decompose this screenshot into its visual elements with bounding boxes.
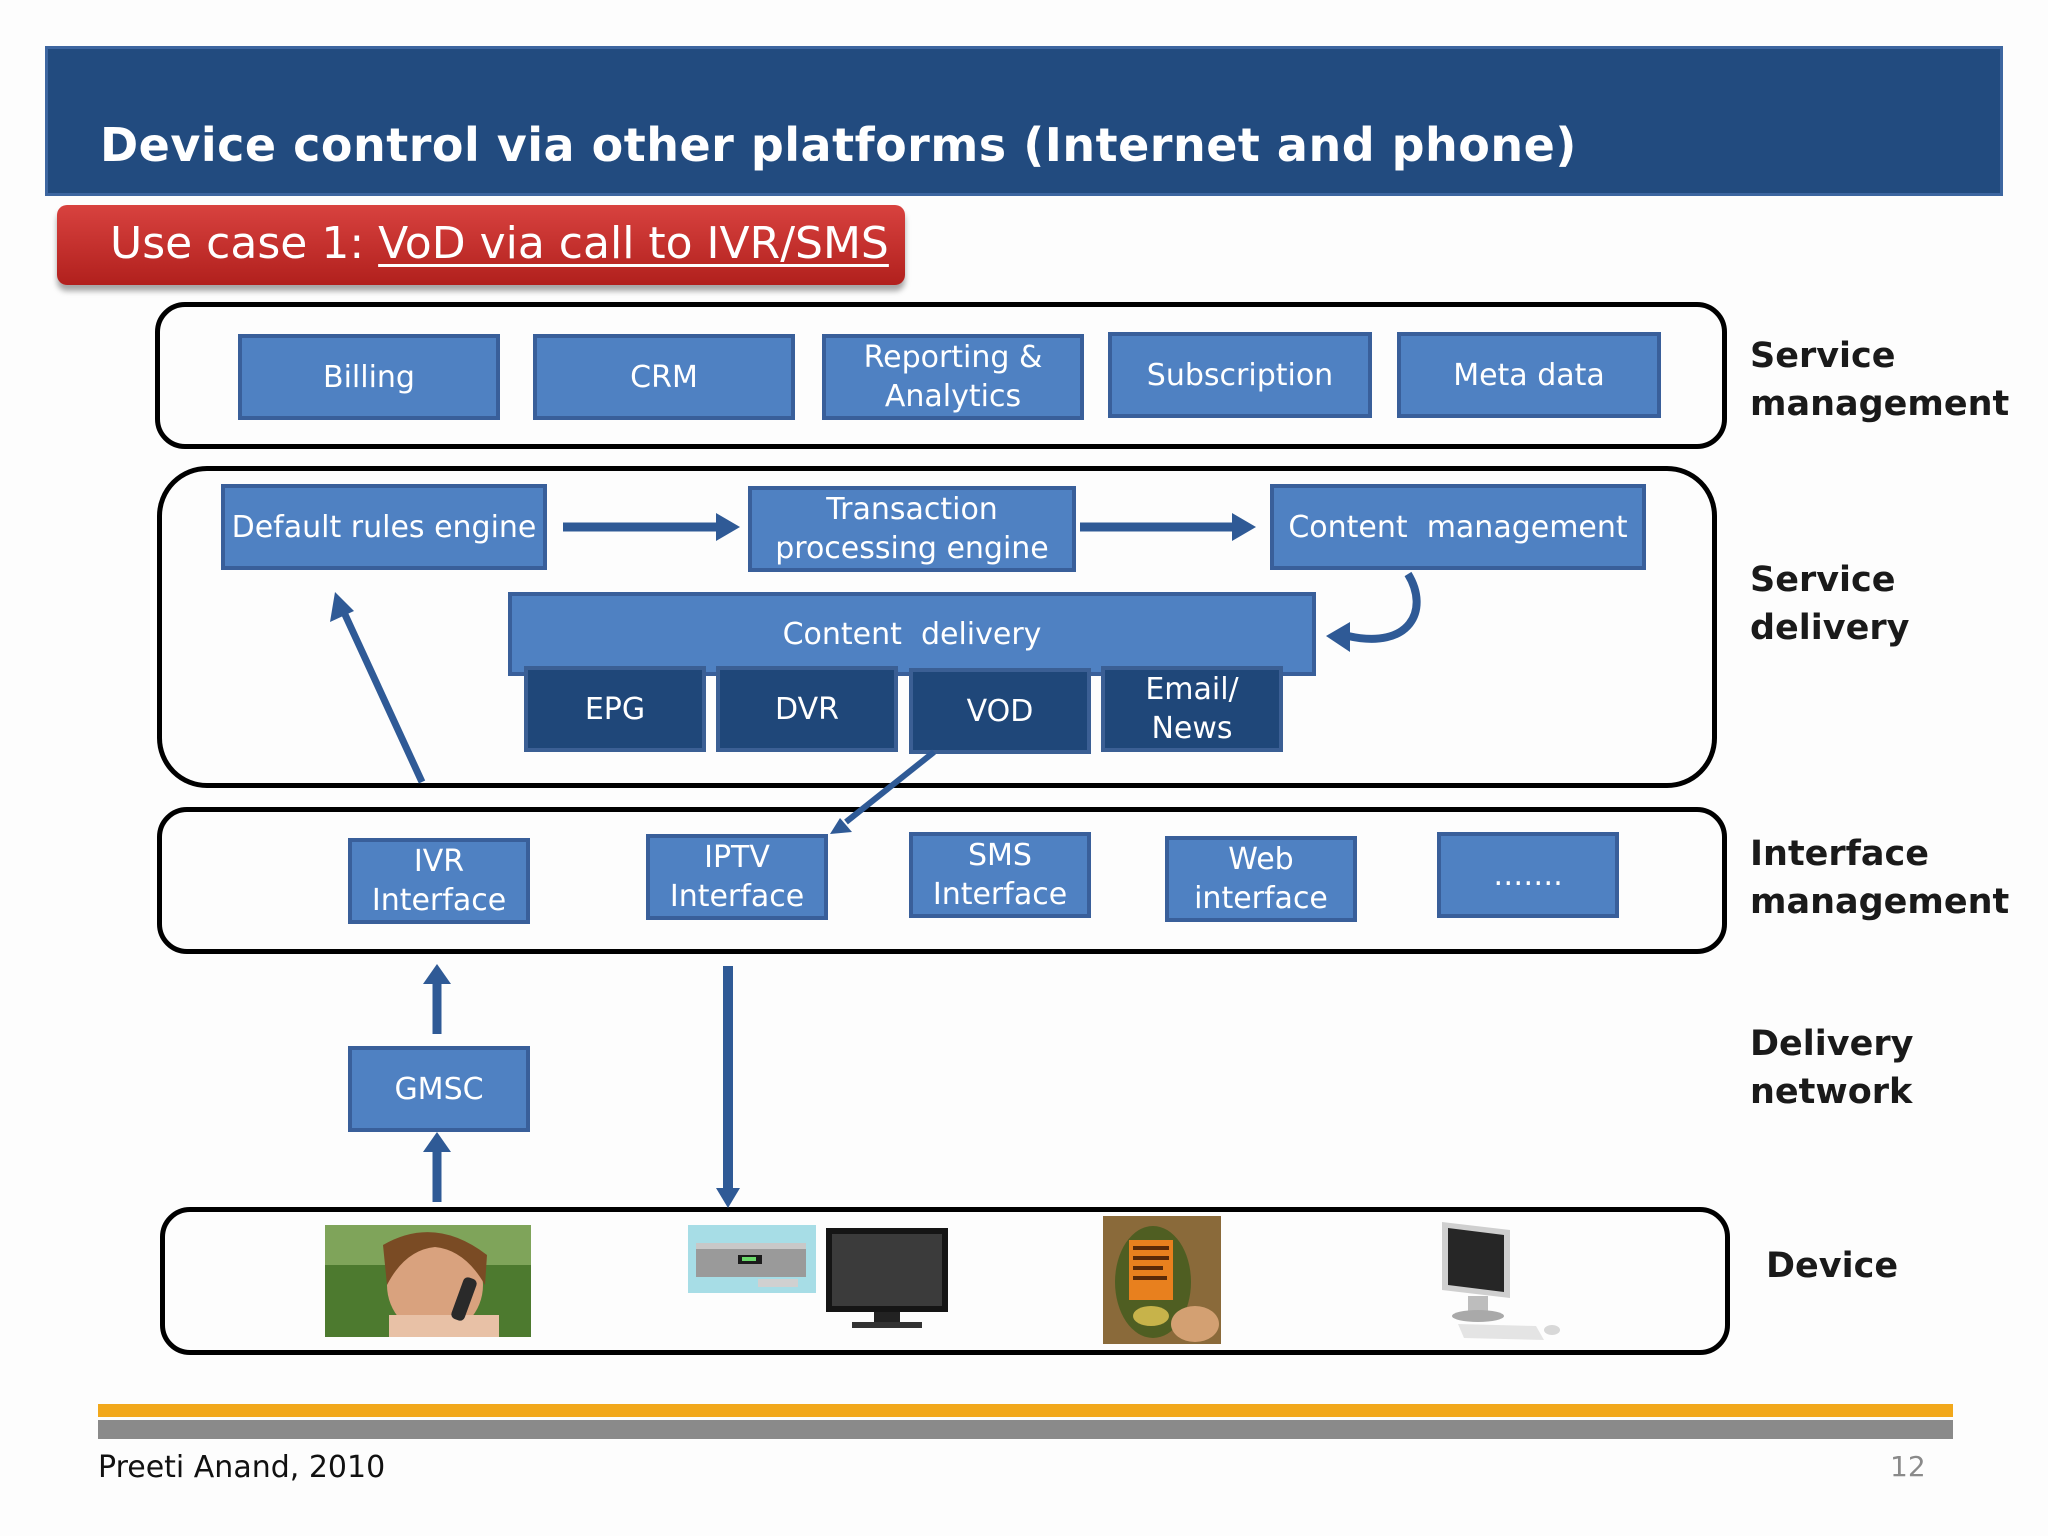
- dvr-box: DVR: [716, 666, 898, 752]
- billing-box: Billing: [238, 334, 500, 420]
- ivr-interface-box: IVR Interface: [348, 838, 530, 924]
- slide-title: Device control via other platforms (Inte…: [100, 118, 1577, 172]
- vod-box: VOD: [909, 668, 1091, 754]
- interface-management-label: Interface management: [1750, 834, 2010, 923]
- television-image: [826, 1228, 948, 1328]
- service-management-label: Service management: [1750, 336, 2010, 425]
- email-news-box: Email/ News: [1101, 666, 1283, 752]
- gmsc-box: GMSC: [348, 1046, 530, 1132]
- slide-header-bar: [45, 46, 2003, 196]
- content-delivery-box: Content delivery: [508, 592, 1316, 676]
- transaction-processing-engine-box: Transaction processing engine: [748, 486, 1076, 572]
- service-delivery-group: [157, 466, 1717, 788]
- epg-box: EPG: [524, 666, 706, 752]
- footer-accent-bar: [98, 1404, 1953, 1417]
- meta-data-box: Meta data: [1397, 332, 1661, 418]
- use-case-text: Use case 1: VoD via call to IVR/SMS: [110, 218, 889, 269]
- footer-gray-bar: [98, 1420, 1953, 1439]
- use-case-link[interactable]: VoD via call to IVR/SMS: [378, 218, 889, 269]
- set-top-box-image: [688, 1225, 816, 1293]
- desktop-computer-image: [1442, 1222, 1560, 1340]
- interface-management-group: [157, 807, 1727, 954]
- arrowhead-iptv-to-device: [716, 1188, 740, 1208]
- page-number: 12: [1890, 1450, 1926, 1483]
- mobile-sms-image: [1103, 1216, 1221, 1344]
- crm-box: CRM: [533, 334, 795, 420]
- reporting-analytics-box: Reporting & Analytics: [822, 334, 1084, 420]
- arrowhead-gmsc-to-ivr: [423, 964, 451, 984]
- content-management-box: Content management: [1270, 484, 1646, 570]
- device-label: Device: [1766, 1246, 1899, 1286]
- use-case-banner: [57, 205, 905, 285]
- arrowhead-user-to-gmsc: [423, 1132, 451, 1152]
- use-case-prefix: Use case 1:: [110, 218, 379, 269]
- more-interfaces-box: …….: [1437, 832, 1619, 918]
- iptv-interface-box: IPTV Interface: [646, 834, 828, 920]
- device-group: [160, 1207, 1730, 1355]
- phone-user-image: [325, 1225, 531, 1337]
- subscription-box: Subscription: [1108, 332, 1372, 418]
- delivery-network-label: Delivery network: [1750, 1024, 1914, 1113]
- default-rules-engine-box: Default rules engine: [221, 484, 547, 570]
- service-management-group: [155, 302, 1727, 449]
- footer-author: Preeti Anand, 2010: [98, 1450, 386, 1485]
- sms-interface-box: SMS Interface: [909, 832, 1091, 918]
- service-delivery-label: Service delivery: [1750, 560, 1910, 649]
- web-interface-box: Web interface: [1165, 836, 1357, 922]
